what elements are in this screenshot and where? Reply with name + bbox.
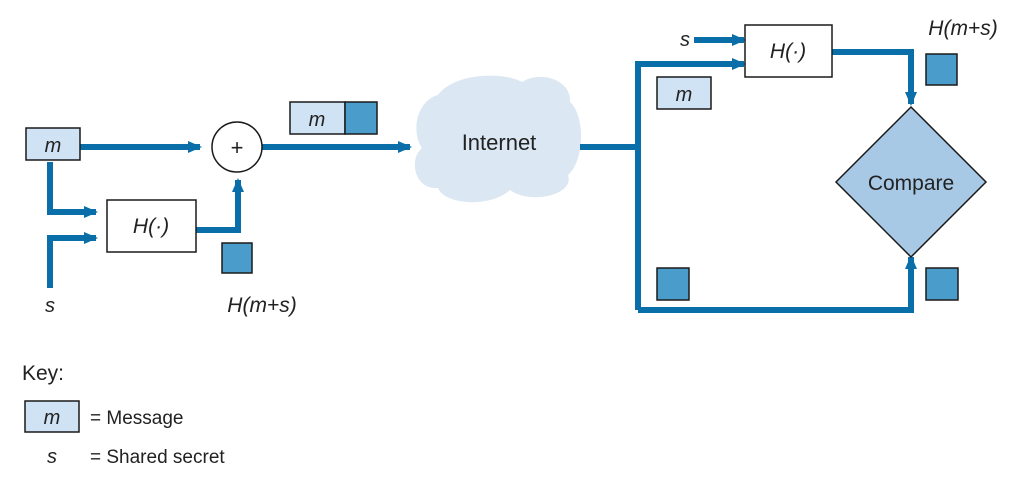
adder-circle: [211, 121, 263, 173]
key-message-symbol: m: [44, 407, 61, 429]
sender-message-box: [25, 127, 81, 161]
receiver-hash-box: [744, 24, 833, 78]
receiver-received-hash-block: [656, 267, 690, 301]
internet-label: Internet: [462, 130, 537, 155]
flow-hash-to-adder: [196, 178, 244, 233]
adder-plus-label: +: [231, 135, 244, 160]
key-message-desc: = Message: [90, 408, 183, 429]
internet-cloud: [414, 75, 582, 203]
receiver-message-label: m: [676, 84, 693, 106]
receiver-secret-label: s: [680, 29, 690, 51]
sender-message-label: m: [45, 135, 62, 157]
sender-hash-output-label: H(m+s): [227, 294, 296, 317]
key-secret-symbol: s: [47, 446, 57, 468]
compare-label: Compare: [868, 172, 954, 195]
packet-message-box: [289, 101, 346, 135]
receiver-compare-hash-block: [925, 267, 959, 301]
flow-secret-to-hash: [47, 232, 98, 288]
sender-hash-output-block: [221, 242, 253, 274]
key-message-box: [24, 400, 80, 433]
flow-receiver-hash-to-compare: [832, 49, 917, 106]
flow-message-to-hash: [47, 162, 98, 218]
flow-split-to-compare: [638, 255, 917, 313]
receiver-hash-output-label: H(m+s): [928, 17, 997, 40]
sender-secret-label: s: [45, 295, 55, 317]
packet-message-label: m: [309, 109, 326, 131]
packet-hash-block: [344, 101, 378, 135]
flow-split-to-receiver-hash: [635, 58, 746, 310]
receiver-computed-hash-block: [925, 53, 958, 86]
key-title: Key:: [22, 362, 64, 385]
compare-diamond: [834, 105, 988, 259]
sender-hash-label: H(·): [133, 215, 169, 238]
receiver-message-box: [656, 76, 712, 110]
sender-hash-box: [106, 199, 197, 253]
key-secret-desc: = Shared secret: [90, 447, 225, 468]
receiver-hash-label: H(·): [770, 40, 806, 63]
